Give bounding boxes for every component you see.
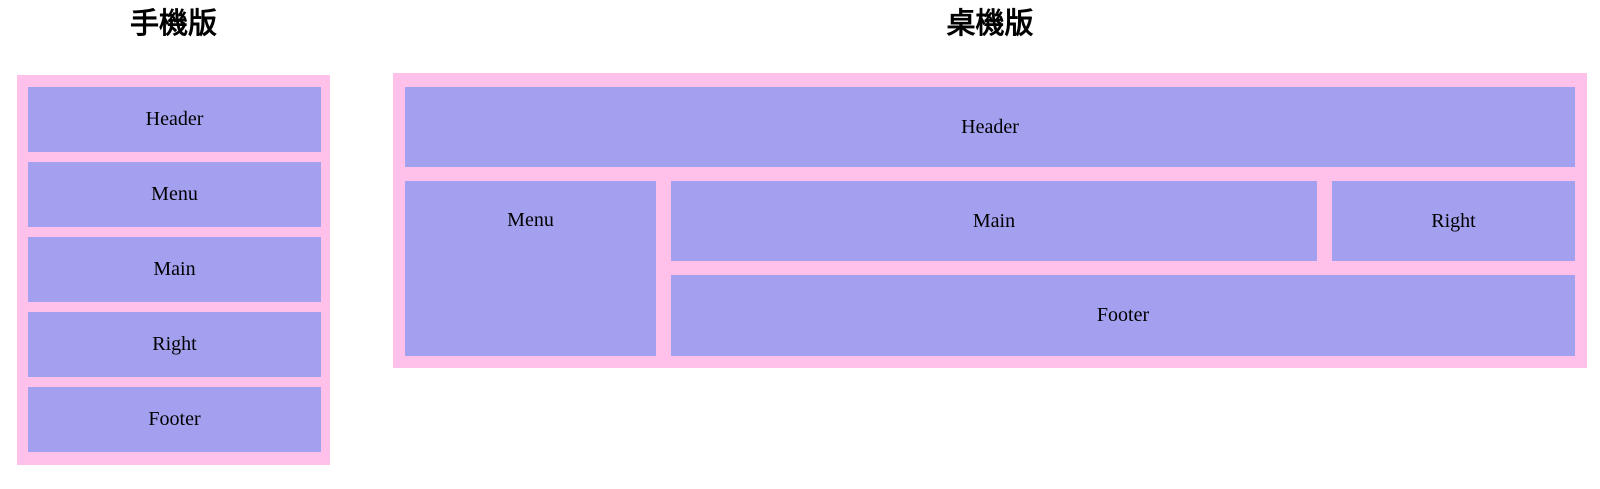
mobile-right-block: Right [28,312,321,377]
mobile-footer-block: Footer [28,387,321,452]
mobile-menu-block: Menu [28,162,321,227]
mobile-version-title: 手機版 [129,8,217,40]
mobile-layout-container: Header Menu Main Right Footer [17,75,330,465]
desktop-layout-container: Header Menu Main Right Footer [393,73,1587,368]
desktop-menu-block: Menu [405,181,656,356]
desktop-footer-block: Footer [671,275,1575,356]
desktop-header-block: Header [405,87,1575,167]
desktop-main-block: Main [671,181,1317,261]
desktop-version-title: 桌機版 [946,8,1034,40]
mobile-header-block: Header [28,87,321,152]
mobile-main-block: Main [28,237,321,302]
desktop-right-block: Right [1332,181,1575,261]
